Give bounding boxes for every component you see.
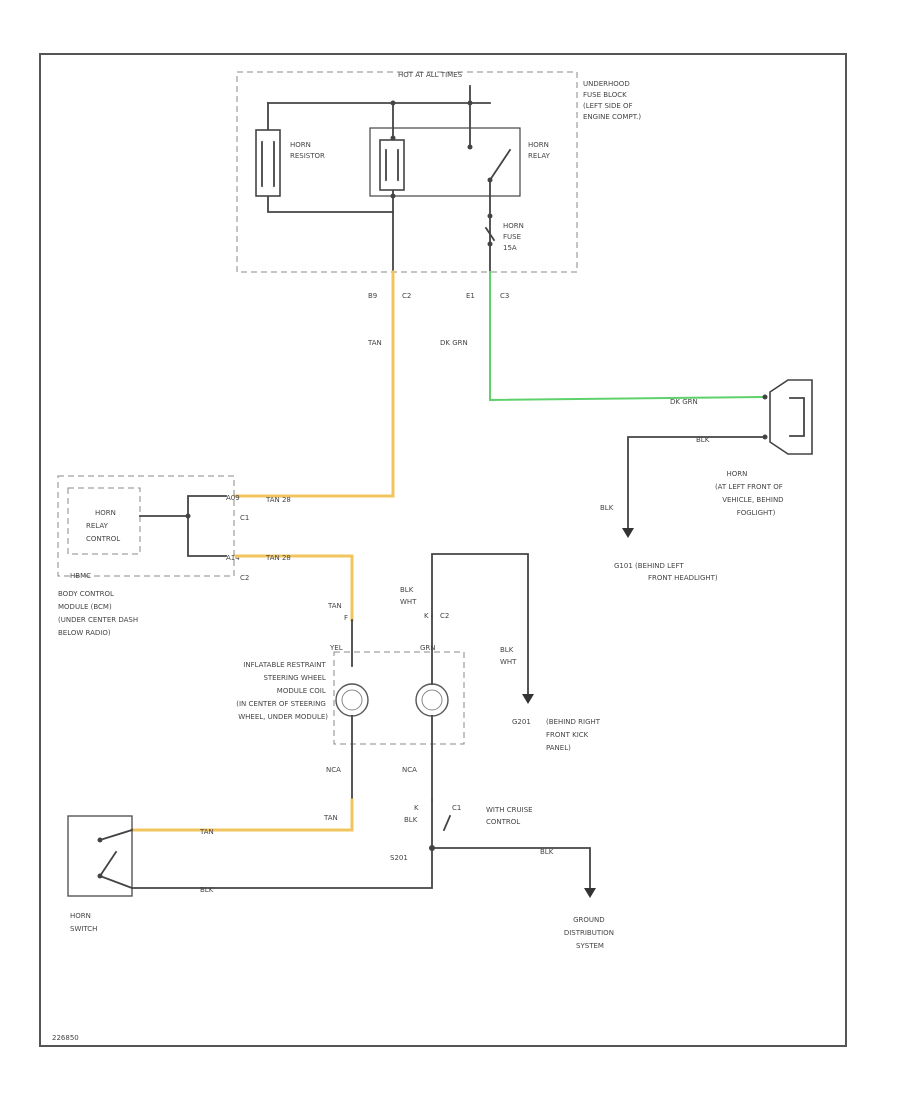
bcm-pin-a09: A09 bbox=[226, 494, 240, 502]
coil-label-top-right: GRN bbox=[420, 644, 436, 652]
blk-wht-label-right: BLK WHT bbox=[500, 646, 517, 666]
tan-wire-label: TAN bbox=[367, 339, 382, 347]
coil-right-icon bbox=[415, 683, 449, 717]
bcm-id: HBMC bbox=[70, 572, 91, 580]
horn-switch: HORN SWITCH bbox=[67, 815, 134, 933]
splice-blk-label: BLK bbox=[404, 816, 418, 824]
ground-blk-label: BLK bbox=[600, 504, 614, 512]
diagram-border bbox=[39, 53, 847, 1047]
fuse-block-outline bbox=[236, 71, 578, 273]
horn-blk-label: BLK bbox=[696, 436, 710, 444]
ground-g201-label: G201 (BEHIND RIGHT FRONT KICK PANEL) bbox=[512, 718, 602, 752]
coil-conn-c2: C2 bbox=[440, 612, 449, 620]
coil-nca-right: NCA bbox=[402, 766, 417, 774]
fuse-conn-c3: C3 bbox=[500, 292, 509, 300]
splice-conn-c1: C1 bbox=[452, 804, 461, 812]
coil-pin-f: F bbox=[344, 614, 348, 622]
splice-s201-label: S201 bbox=[390, 854, 408, 862]
horn-label: HORN (AT LEFT FRONT OF VEHICLE, BEHIND F… bbox=[715, 470, 786, 517]
fuse-pin-e1: E1 bbox=[466, 292, 475, 300]
ground-g101-arrow bbox=[622, 528, 634, 538]
tan-label-switch: TAN bbox=[199, 828, 214, 836]
ground-g201-arrow bbox=[522, 694, 534, 704]
fuse-block-label: UNDERHOOD FUSE BLOCK (LEFT SIDE OF ENGIN… bbox=[583, 80, 641, 121]
tan-wire-relay-to-bcm bbox=[234, 270, 395, 498]
coil-left-icon bbox=[335, 683, 369, 717]
horn-relay-box bbox=[369, 127, 521, 197]
tan-28-label-top: TAN 28 bbox=[265, 496, 291, 504]
horn-relay-control-label: HORN RELAY CONTROL bbox=[86, 509, 120, 543]
blk-wht-label-left: BLK WHT bbox=[400, 586, 417, 606]
horn-switch-label: HORN SWITCH bbox=[70, 912, 97, 933]
fuse-pin-b9: B9 bbox=[368, 292, 377, 300]
dk-grn-label-horizontal: DK GRN bbox=[670, 398, 698, 406]
horn-component: BLK BLK HORN (AT LEFT FRONT OF VEHICLE, … bbox=[600, 379, 813, 582]
horn-relay-coil bbox=[379, 139, 405, 191]
horn-resistor-label: HORN RESISTOR bbox=[290, 141, 325, 160]
tan-28-label-bottom: TAN 28 bbox=[265, 554, 291, 562]
blk-wire-to-ground-dist bbox=[431, 847, 591, 891]
bcm-outline bbox=[57, 475, 235, 577]
tan-wire-bcm-to-coil bbox=[234, 554, 354, 622]
bcm-conn-c1: C1 bbox=[240, 514, 249, 522]
ground-dist-blk-label: BLK bbox=[540, 848, 554, 856]
underhood-fuse-block: HOT AT ALL TIMES UNDERHOOD FUSE BLOCK (L… bbox=[236, 71, 641, 300]
inflatable-restraint-coil: YEL GRN K C2 F INFLATABLE RESTRAINT STEE… bbox=[236, 612, 465, 801]
dk-grn-wire bbox=[489, 271, 767, 402]
horn-resistor-body bbox=[255, 129, 281, 197]
horn-switch-box bbox=[67, 815, 133, 897]
bcm-label: BODY CONTROL MODULE (BCM) (UNDER CENTER … bbox=[58, 590, 140, 637]
horn-fuse-label: HORN FUSE 15A bbox=[503, 222, 526, 252]
coil-label: INFLATABLE RESTRAINT STEERING WHEEL MODU… bbox=[236, 661, 328, 721]
blk-wht-wire bbox=[431, 553, 529, 697]
bcm-pin-a14: A14 bbox=[226, 554, 240, 562]
tan-wire-coil-to-switch bbox=[130, 798, 354, 832]
cruise-label: WITH CRUISE CONTROL bbox=[486, 806, 535, 826]
blk-wire-switch-to-splice bbox=[131, 799, 433, 889]
blk-label-switch: BLK bbox=[200, 886, 214, 894]
bcm-conn-c2: C2 bbox=[240, 574, 249, 582]
dk-grn-label-vertical: DK GRN bbox=[440, 339, 468, 347]
horn-relay-control-box bbox=[67, 487, 141, 555]
fuse-block-header: HOT AT ALL TIMES bbox=[398, 71, 463, 79]
ground-dist-arrow bbox=[584, 888, 596, 898]
body-control-module: HORN RELAY CONTROL A09 C1 A14 C2 HBMC BO… bbox=[57, 475, 249, 637]
figure-id: 226850 bbox=[52, 1034, 79, 1042]
fuse-conn-c2: C2 bbox=[402, 292, 411, 300]
coil-label-top-left: YEL bbox=[329, 644, 343, 652]
tan-label-coil-bottom: TAN bbox=[323, 814, 338, 822]
ground-g101-label: G101 (BEHIND LEFT FRONT HEADLIGHT) bbox=[614, 562, 718, 582]
horn-icon bbox=[769, 379, 813, 455]
ground-dist-label: GROUND DISTRIBUTION SYSTEM bbox=[564, 916, 616, 950]
coil-nca-left: NCA bbox=[326, 766, 341, 774]
tan-label-coil-top: TAN bbox=[327, 602, 342, 610]
coil-module-outline bbox=[333, 651, 465, 745]
coil-pin-k: K bbox=[424, 612, 429, 620]
splice-pin-k: K bbox=[414, 804, 419, 812]
horn-relay-label: HORN RELAY bbox=[528, 141, 551, 160]
